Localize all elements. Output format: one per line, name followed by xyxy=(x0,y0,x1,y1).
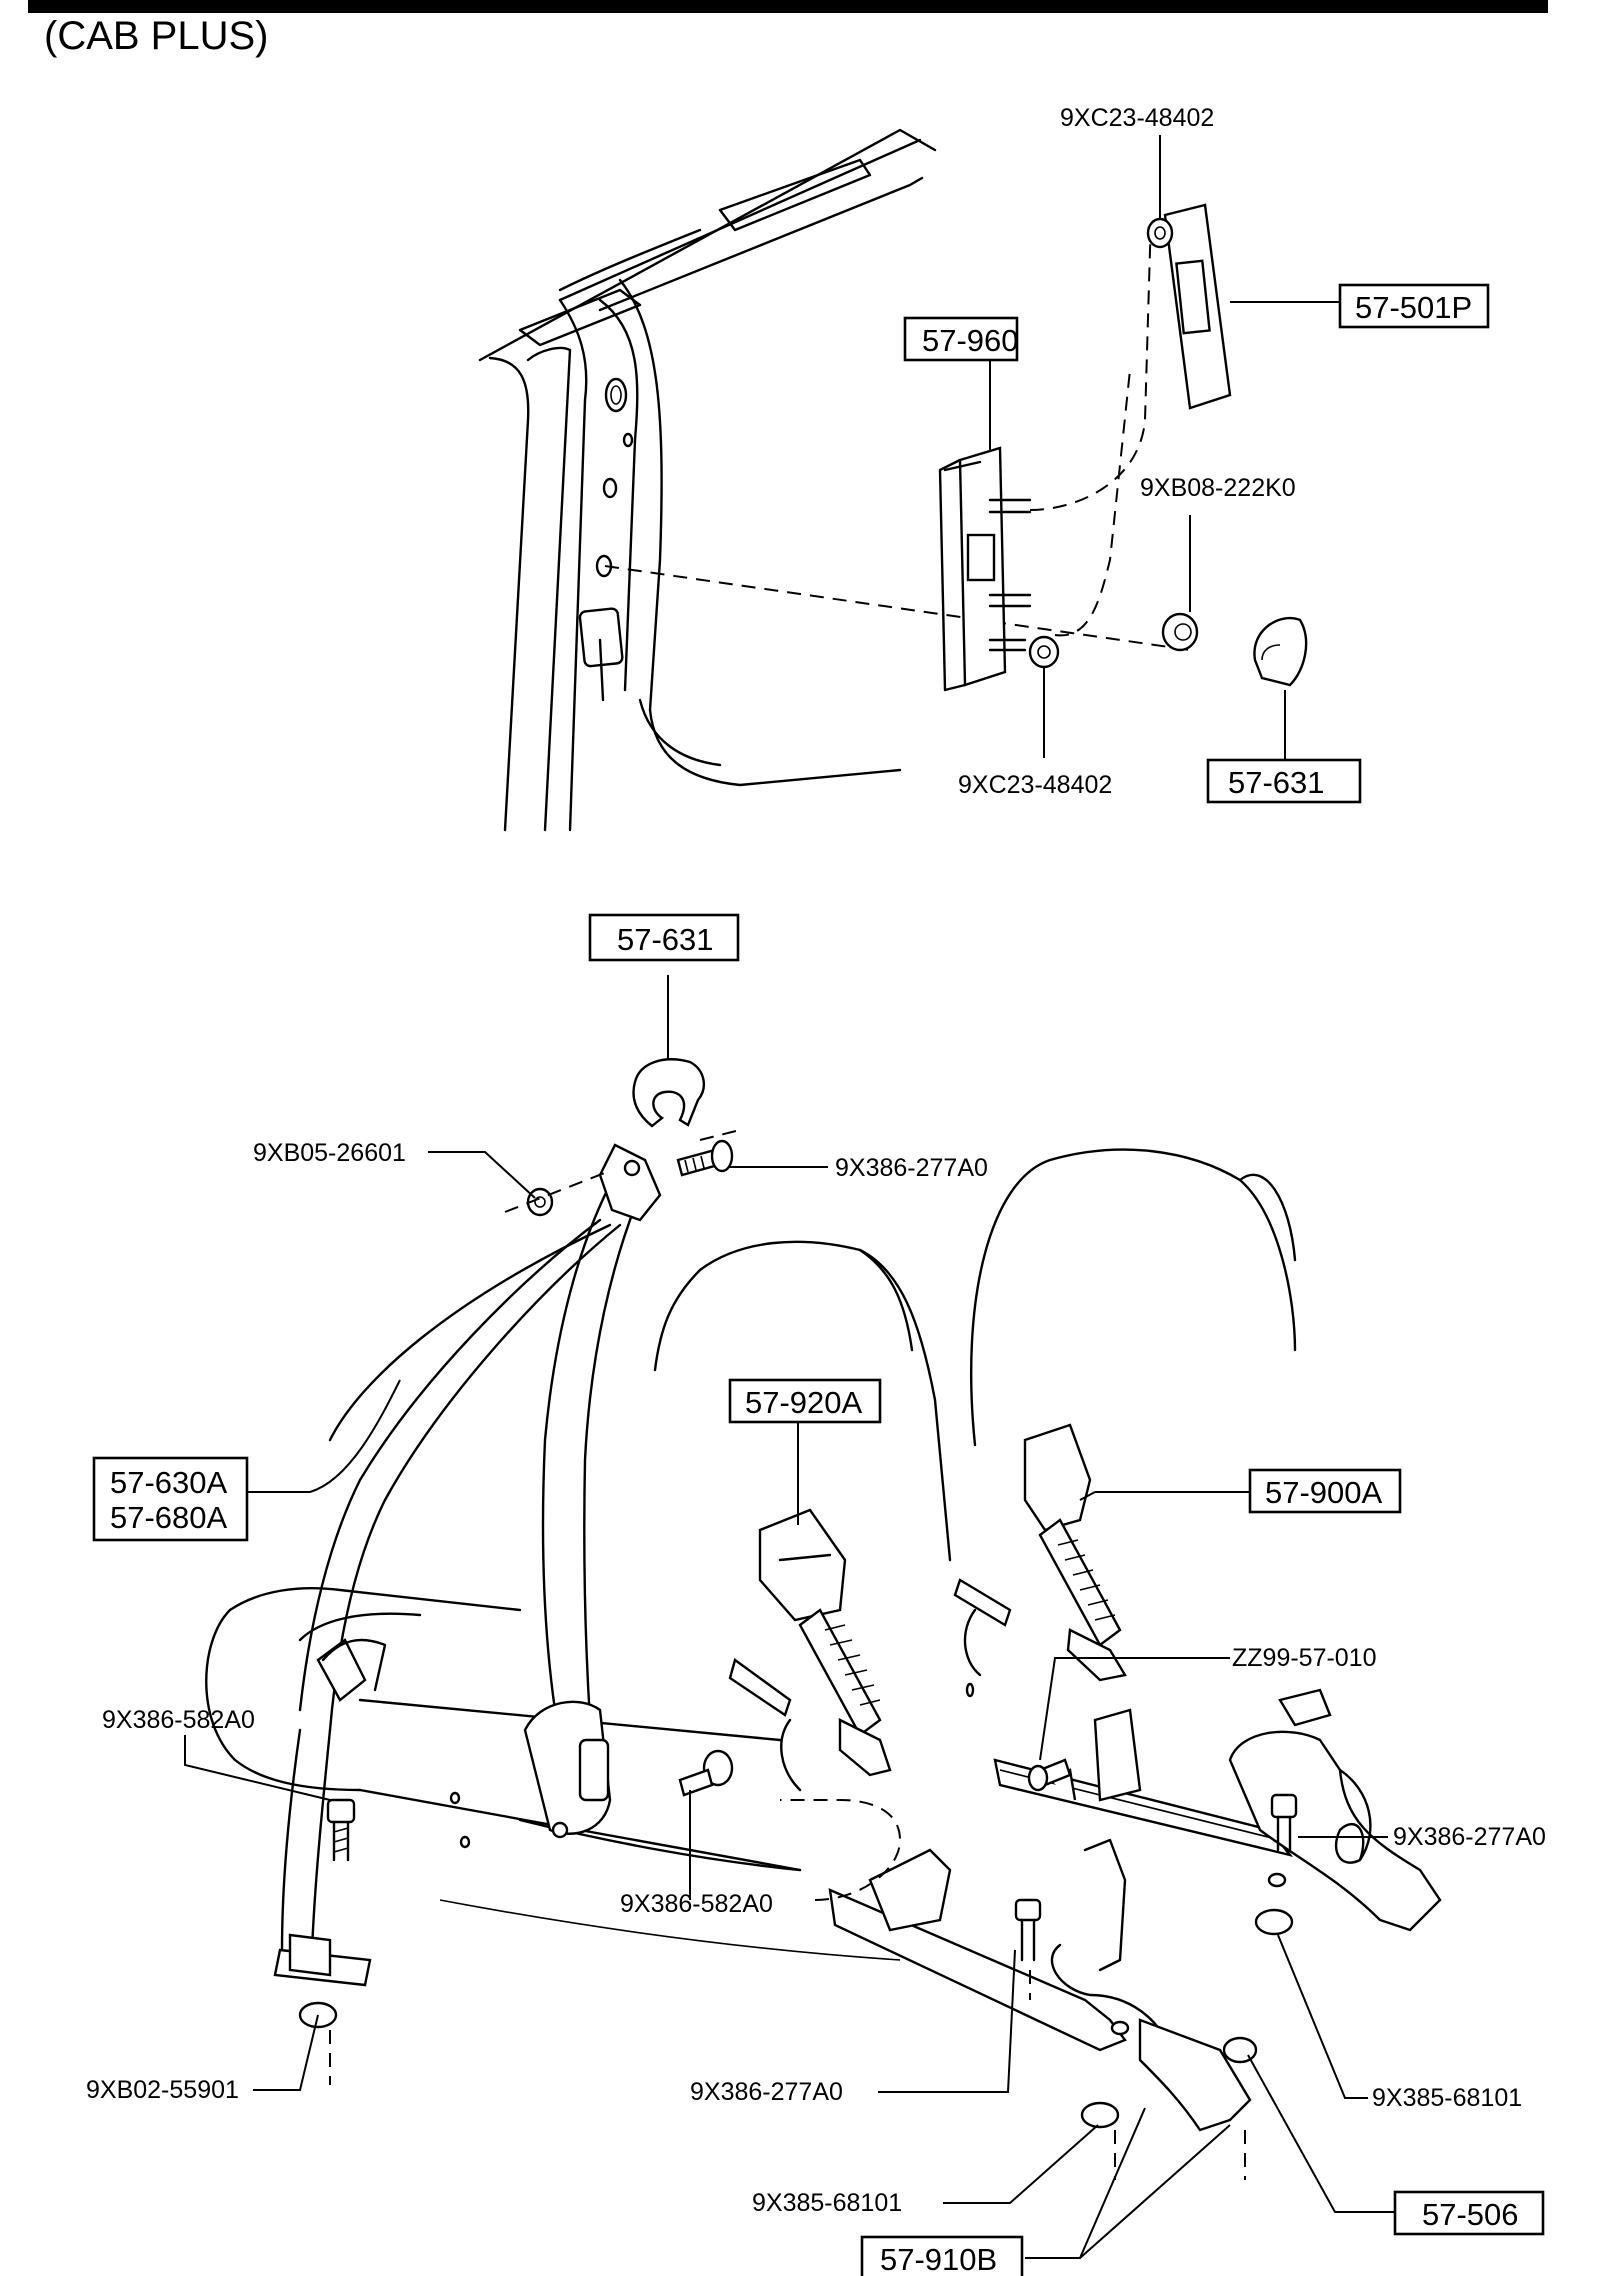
bolt-icon xyxy=(1014,1898,1042,1962)
nut-icon xyxy=(1161,612,1199,652)
callout-box xyxy=(1393,2190,1545,2236)
callout-label: 9X386-277A0 xyxy=(1393,1823,1546,1851)
callout-box xyxy=(1248,1468,1402,1514)
callout-label: ZZ99-57-010 xyxy=(1232,1644,1377,1672)
washer-icon xyxy=(1222,2036,1258,2064)
height-adjuster-part xyxy=(938,446,1032,692)
cap-icon xyxy=(1253,617,1308,687)
page-caption: (CAB PLUS) xyxy=(44,14,269,58)
callout-label: 57-680A xyxy=(110,1500,228,1535)
callout-label: 9XB02-55901 xyxy=(86,2076,239,2104)
washer-icon xyxy=(1080,2101,1120,2129)
callout-label: 57-960 xyxy=(922,323,1019,358)
callout-box xyxy=(1206,758,1362,804)
callout-box xyxy=(728,1378,882,1424)
callout-label: 57-900A xyxy=(1265,1475,1383,1510)
washer-icon xyxy=(1028,635,1060,669)
callout-label: 9X385-68101 xyxy=(1372,2084,1522,2112)
callout-label: 9X386-277A0 xyxy=(690,2078,843,2106)
callout-label: 57-506 xyxy=(1422,2197,1519,2232)
callout-label: 9XC23-48402 xyxy=(1060,104,1214,132)
bolt-icon xyxy=(1027,1758,1072,1792)
callout-label: 57-501P xyxy=(1355,290,1472,325)
washer-icon xyxy=(1146,217,1174,249)
bolt-icon xyxy=(676,1139,734,1177)
callout-box xyxy=(1338,283,1490,329)
buckle-right-part xyxy=(953,1423,1127,1698)
callout-label: 57-631 xyxy=(617,922,714,957)
top-rule xyxy=(28,0,1548,13)
washer-icon xyxy=(1254,1908,1294,1936)
callout-label: 9XC23-48402 xyxy=(958,771,1112,799)
bolt-icon xyxy=(1270,1793,1298,1852)
callout-box xyxy=(92,1456,249,1542)
seat-illustration xyxy=(205,1148,1297,1961)
b-pillar-illustration xyxy=(478,128,937,832)
seat-belt-assembly xyxy=(273,1143,662,1987)
callout-label: 9X386-582A0 xyxy=(102,1706,255,1734)
bolt-icon xyxy=(326,1798,356,1862)
callout-label: 57-631 xyxy=(1228,765,1325,800)
seat-track-left xyxy=(828,1838,1252,2132)
buckle-left-part xyxy=(728,1508,892,1792)
bolt-icon xyxy=(678,1749,734,1797)
callout-label: 9XB08-222K0 xyxy=(1140,474,1296,502)
cap-icon xyxy=(632,1058,706,1128)
callout-label: 9X386-582A0 xyxy=(620,1890,773,1918)
callout-label: 57-910B xyxy=(880,2242,997,2276)
callout-box xyxy=(588,913,740,962)
callout-box xyxy=(860,2235,1024,2276)
callout-label: 9X385-68101 xyxy=(752,2189,902,2217)
callout-label: 57-630A xyxy=(110,1465,228,1500)
callout-label: 9XB05-26601 xyxy=(253,1139,406,1167)
trim-cover-part xyxy=(1163,203,1232,410)
callout-label: 57-920A xyxy=(745,1385,863,1420)
callout-label: 9X386-277A0 xyxy=(835,1154,988,1182)
callout-box xyxy=(903,316,1019,362)
seat-track-right xyxy=(993,1688,1442,1932)
